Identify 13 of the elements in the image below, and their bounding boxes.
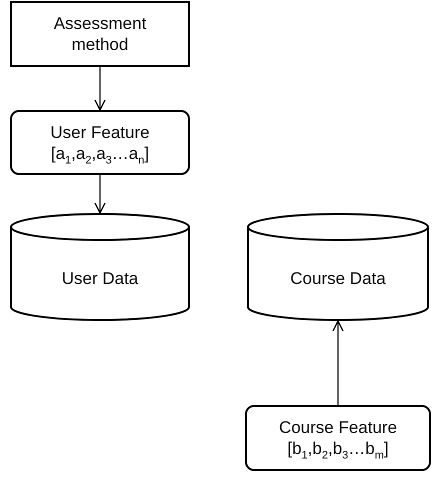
- arrow: [94, 67, 106, 111]
- node-title: User Feature: [50, 122, 150, 142]
- process-box: [10, 1, 190, 67]
- node-title: Course Data: [290, 268, 386, 288]
- arrow: [332, 320, 344, 405]
- node-title: Course Feature: [278, 417, 398, 438]
- feature-box: [10, 110, 190, 175]
- node-title: User Data: [62, 268, 138, 288]
- feature-vector: [a$_{1}$,a$_{2}$,a$_{3}$…a$_{n}$]: [50, 142, 150, 164]
- node-title: Assessment method: [52, 13, 148, 55]
- arrow: [94, 175, 106, 214]
- feature-box: [245, 405, 431, 471]
- feature-vector: [b$_{1}$,b$_{2}$,b$_{3}$…b$_{m}$]: [287, 438, 389, 459]
